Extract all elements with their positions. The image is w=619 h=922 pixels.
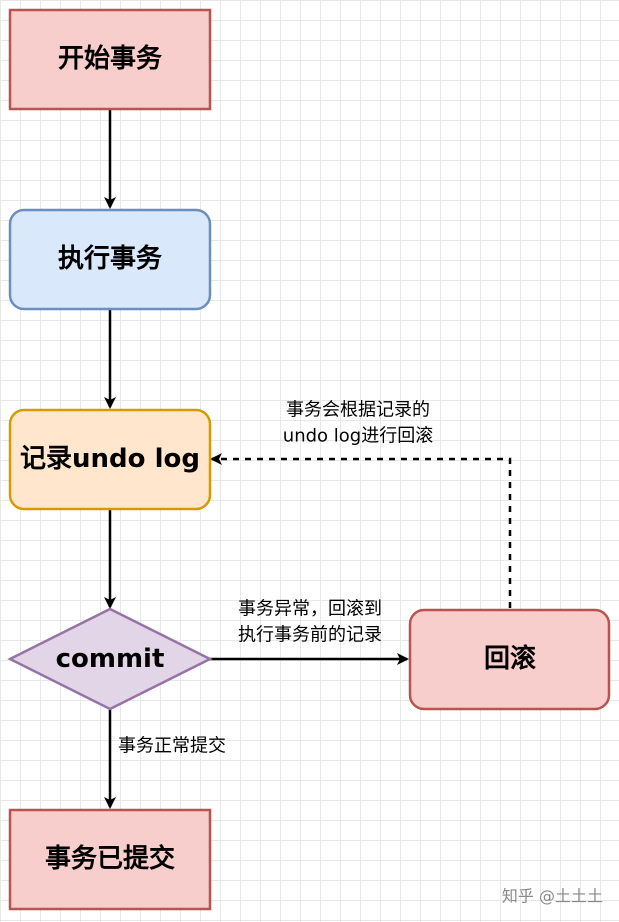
node-commit-decision: commit (7, 607, 213, 711)
edge-label-exception-rollback-line2: 执行事务前的记录 (238, 625, 382, 646)
rollback-label: 回滚 (484, 643, 536, 674)
watermark-text: 知乎 @土土土 (502, 887, 603, 906)
node-start-transaction: 开始事务 (8, 8, 212, 111)
start-transaction-box (8, 8, 212, 111)
node-execute-transaction: 执行事务 (8, 208, 212, 311)
node-transaction-committed: 事务已提交 (8, 808, 212, 911)
transaction-committed-label: 事务已提交 (45, 843, 175, 874)
execute-transaction-label: 执行事务 (58, 243, 162, 274)
node-rollback: 回滚 (408, 608, 611, 711)
dashed-arrow-rollback-to-undo-log (210, 453, 512, 608)
transaction-committed-box (8, 808, 212, 911)
rollback-box (408, 608, 611, 711)
edge-label-exception-rollback: 事务异常，回滚到 执行事务前的记录 (238, 599, 382, 646)
commit-label: commit (56, 644, 165, 674)
node-record-undo-log: 记录undo log (8, 408, 212, 511)
edge-label-rollback-by-undo-log-line1: 事务会根据记录的 (286, 400, 430, 421)
edge-label-exception-rollback-line1: 事务异常，回滚到 (238, 599, 382, 620)
edge-label-rollback-by-undo-log-line2: undo log进行回滚 (283, 426, 433, 447)
commit-diamond (7, 607, 213, 711)
edge-label-rollback-by-undo-log: 事务会根据记录的 undo log进行回滚 (283, 400, 433, 447)
start-transaction-label: 开始事务 (58, 44, 162, 74)
execute-transaction-box (8, 208, 212, 311)
edge-label-normal-commit: 事务正常提交 (118, 736, 226, 757)
record-undo-log-label: 记录undo log (20, 444, 200, 474)
record-undo-log-box (8, 408, 212, 511)
